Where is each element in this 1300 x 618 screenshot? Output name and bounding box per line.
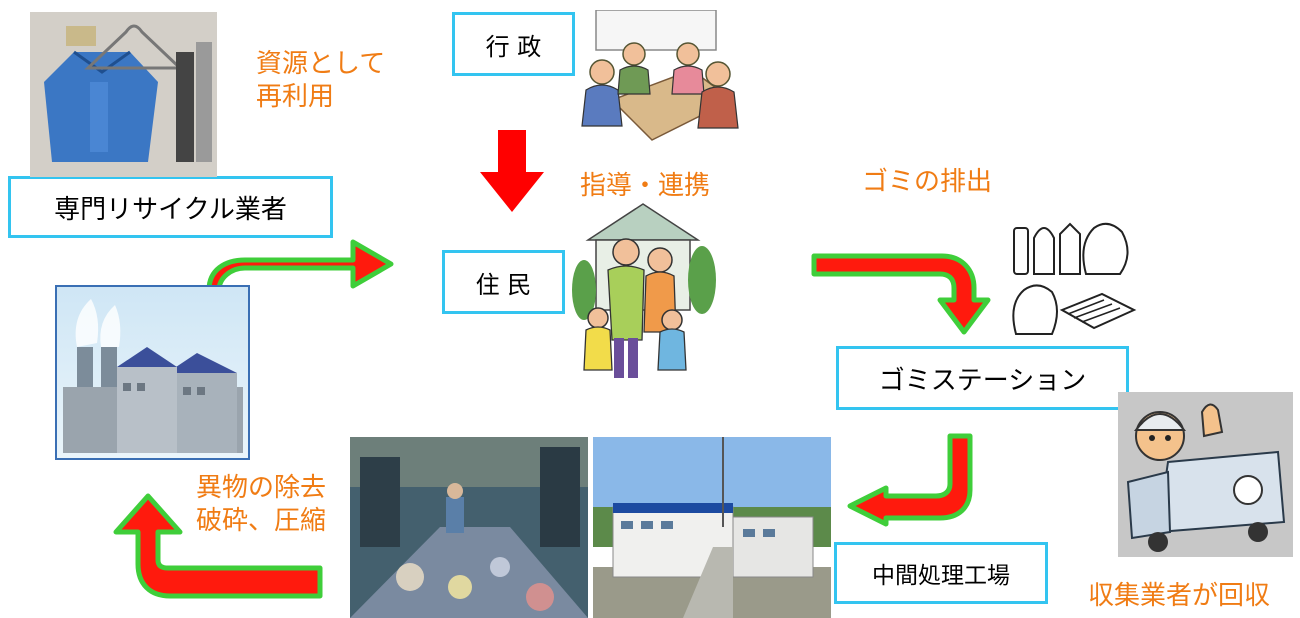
note-guidance: 指導・連携 <box>580 171 711 201</box>
note-reuse-line2: 再利用 <box>256 81 335 112</box>
arrow-sorting-to-factory <box>113 493 323 599</box>
box-recycler: 専門リサイクル業者 <box>8 176 333 238</box>
note-reuse: 資源として 再利用 <box>256 48 385 113</box>
arrow-recycle-to-jumin <box>206 239 394 293</box>
processing-plant-photo <box>593 437 831 618</box>
note-discharge: ゴミの排出 <box>862 167 993 197</box>
note-reuse-line1: 資源として <box>256 49 386 79</box>
sorting-line-photo <box>350 437 588 618</box>
arrow-jumin-to-station <box>811 253 991 335</box>
box-station: ゴミステーション <box>836 346 1129 410</box>
factory-illustration <box>55 285 250 460</box>
arrow-station-to-plant <box>847 433 973 527</box>
guidance-arrow <box>480 130 544 212</box>
note-process-line1: 異物の除去 <box>196 473 327 503</box>
note-collect: 収集業者が回収 <box>1088 581 1271 611</box>
box-gyosei: 行 政 <box>452 12 575 76</box>
collector-truck-illustration <box>1118 392 1293 557</box>
box-plant: 中間処理工場 <box>834 542 1048 604</box>
note-process-line2: 破砕、圧縮 <box>196 505 327 536</box>
family-illustration <box>568 200 718 385</box>
meeting-illustration <box>572 10 742 160</box>
box-jumin: 住 民 <box>442 250 565 314</box>
note-process: 異物の除去 破砕、圧縮 <box>196 472 326 537</box>
recycled-goods-photo <box>30 12 217 177</box>
garbage-bags-illustration <box>1008 214 1138 339</box>
